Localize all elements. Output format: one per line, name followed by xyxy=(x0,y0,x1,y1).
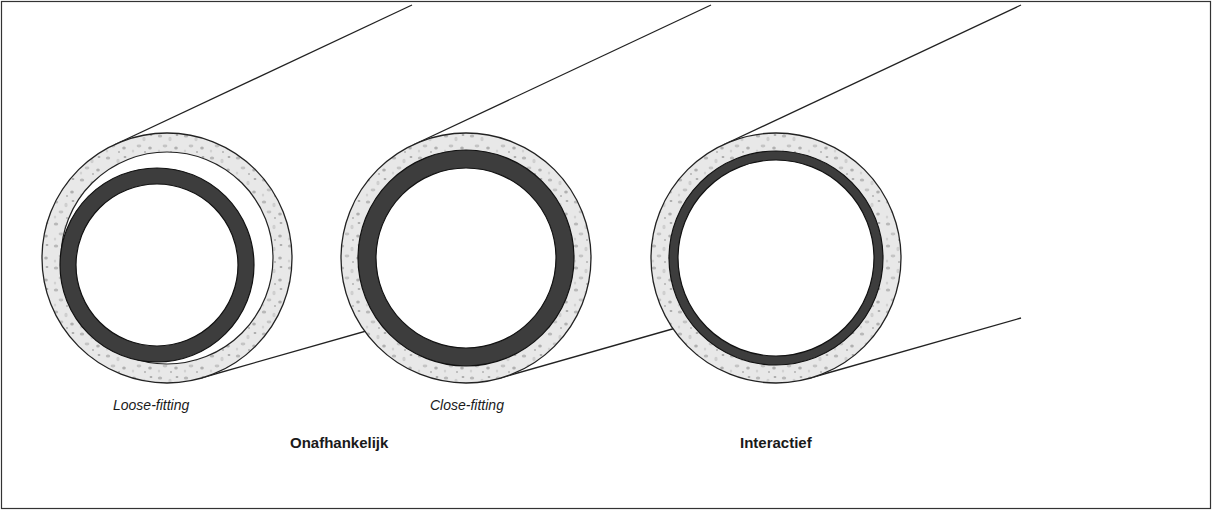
pipe-type-label: Loose-fitting xyxy=(113,396,189,414)
pipe-type-label: Close-fitting xyxy=(430,396,504,414)
interactive-pipe xyxy=(651,133,901,383)
loose-fitting-pipe xyxy=(42,133,292,383)
group-label: Onafhankelijk xyxy=(290,434,388,452)
close-fitting-pipe xyxy=(341,133,591,383)
group-label: Interactief xyxy=(740,434,812,452)
